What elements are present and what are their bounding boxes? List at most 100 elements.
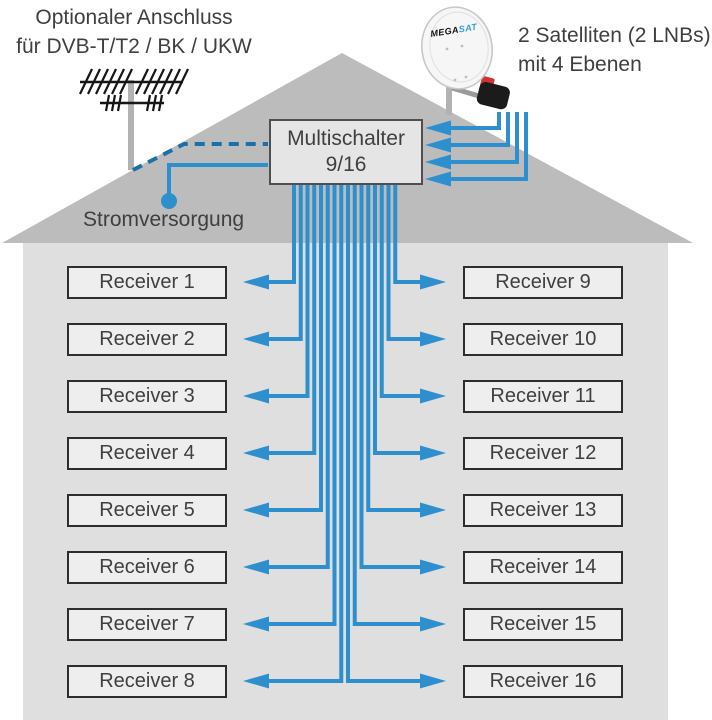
antenna-hatch	[87, 68, 101, 95]
optional-connection-line1: Optionaler Anschluss	[35, 6, 233, 29]
receiver-box: Receiver 1	[67, 266, 227, 299]
receiver-box: Receiver 8	[67, 665, 227, 698]
cable-right	[359, 183, 421, 569]
cable-row	[243, 183, 446, 575]
receiver-box: Receiver 15	[463, 608, 623, 641]
cable-left	[267, 183, 337, 626]
antenna-hatch	[167, 68, 181, 95]
antenna-hatch	[103, 68, 117, 95]
trunk-cables	[243, 183, 446, 689]
antenna-icon	[79, 68, 189, 170]
lnb-cable-line	[450, 112, 528, 181]
receiver-box: Receiver 9	[463, 266, 623, 299]
satellites-line2: mit 4 Ebenen	[518, 53, 642, 76]
antenna-hatch	[95, 68, 109, 95]
satellite-cables	[425, 112, 528, 187]
receiver-box: Receiver 13	[463, 494, 623, 527]
antenna-tick	[157, 94, 164, 112]
cable-right	[352, 183, 421, 626]
arrow-left-icon	[425, 154, 451, 170]
receiver-box: Receiver 6	[67, 551, 227, 584]
multiswitch-box: Multischalter 9/16	[269, 119, 423, 185]
cable-right	[393, 183, 421, 284]
antenna-tick	[110, 94, 117, 112]
receiver-box: Receiver 16	[463, 665, 623, 698]
cable-row	[243, 183, 446, 404]
arrow-right-icon	[420, 274, 446, 290]
receiver-box: Receiver 2	[67, 323, 227, 356]
lnb-cable	[425, 112, 528, 187]
cable-right	[386, 183, 421, 341]
cable-right	[379, 183, 421, 398]
cable-left	[267, 183, 303, 341]
antenna-hatch	[159, 68, 173, 95]
cable-row	[243, 183, 446, 689]
antenna-cable-dashed	[132, 142, 268, 172]
arrow-left-icon	[425, 137, 451, 153]
receiver-box: Receiver 14	[463, 551, 623, 584]
arrow-right-icon	[420, 445, 446, 461]
power-supply-label: Stromversorgung	[83, 208, 245, 231]
antenna-hatch	[119, 68, 133, 95]
antenna-tick	[116, 94, 123, 112]
arrow-right-icon	[420, 331, 446, 347]
lnb-cable-line	[450, 112, 519, 164]
cable-left	[267, 183, 330, 569]
arrow-left-icon	[243, 388, 269, 404]
antenna-hatch	[135, 68, 149, 95]
receiver-box: Receiver 10	[463, 323, 623, 356]
lnb-cable-line	[450, 112, 501, 130]
power-cable	[161, 163, 268, 209]
arrow-right-icon	[420, 616, 446, 632]
multiswitch-model: 9/16	[325, 153, 367, 176]
power-node	[161, 193, 177, 209]
cable-row	[243, 183, 446, 632]
arrow-left-icon	[243, 445, 269, 461]
arrow-left-icon	[243, 502, 269, 518]
arrow-left-icon	[425, 171, 451, 187]
optional-connection-label: Optionaler Anschluss für DVB-T/T2 / BK /…	[8, 3, 260, 61]
arrow-left-icon	[243, 331, 269, 347]
cable-left	[267, 183, 323, 512]
multiswitch-name: Multischalter	[287, 127, 405, 150]
receiver-box: Receiver 11	[463, 380, 623, 413]
cable-right	[366, 183, 421, 512]
receiver-box: Receiver 3	[67, 380, 227, 413]
house-body	[23, 243, 668, 720]
arrow-right-icon	[420, 673, 446, 689]
cable-left	[267, 183, 310, 398]
lnb-cable-line	[450, 112, 510, 147]
cable-row	[243, 183, 446, 518]
receiver-box: Receiver 4	[67, 437, 227, 470]
arrow-left-icon	[243, 616, 269, 632]
lnb-cable	[425, 112, 501, 136]
arrow-right-icon	[420, 502, 446, 518]
satellites-line1: 2 Satelliten (2 LNBs)	[518, 24, 711, 47]
cable-left	[267, 183, 344, 683]
lnb-cable	[425, 112, 510, 153]
antenna-hatch	[111, 68, 125, 95]
satellites-label: 2 Satelliten (2 LNBs) mit 4 Ebenen	[518, 21, 711, 79]
arrow-right-icon	[420, 388, 446, 404]
cable-right	[346, 183, 421, 683]
arrow-left-icon	[425, 120, 451, 136]
optional-connection-line2: für DVB-T/T2 / BK / UKW	[16, 35, 252, 58]
satellite-dish-icon: MEGASAT	[421, 6, 510, 115]
cable-row	[243, 183, 446, 290]
arrow-left-icon	[243, 673, 269, 689]
receiver-box: Receiver 7	[67, 608, 227, 641]
cable-left	[267, 183, 296, 284]
cable-row	[243, 183, 446, 347]
arrow-left-icon	[243, 274, 269, 290]
antenna-tick	[145, 94, 152, 112]
antenna-hatch	[151, 68, 165, 95]
arrow-right-icon	[420, 559, 446, 575]
cable-row	[243, 183, 446, 461]
antenna-hatch	[79, 68, 93, 95]
receiver-box: Receiver 12	[463, 437, 623, 470]
dish-logo: MEGASAT	[430, 22, 479, 39]
arrow-left-icon	[243, 559, 269, 575]
antenna-tick	[104, 94, 111, 112]
antenna-hatch	[143, 68, 157, 95]
